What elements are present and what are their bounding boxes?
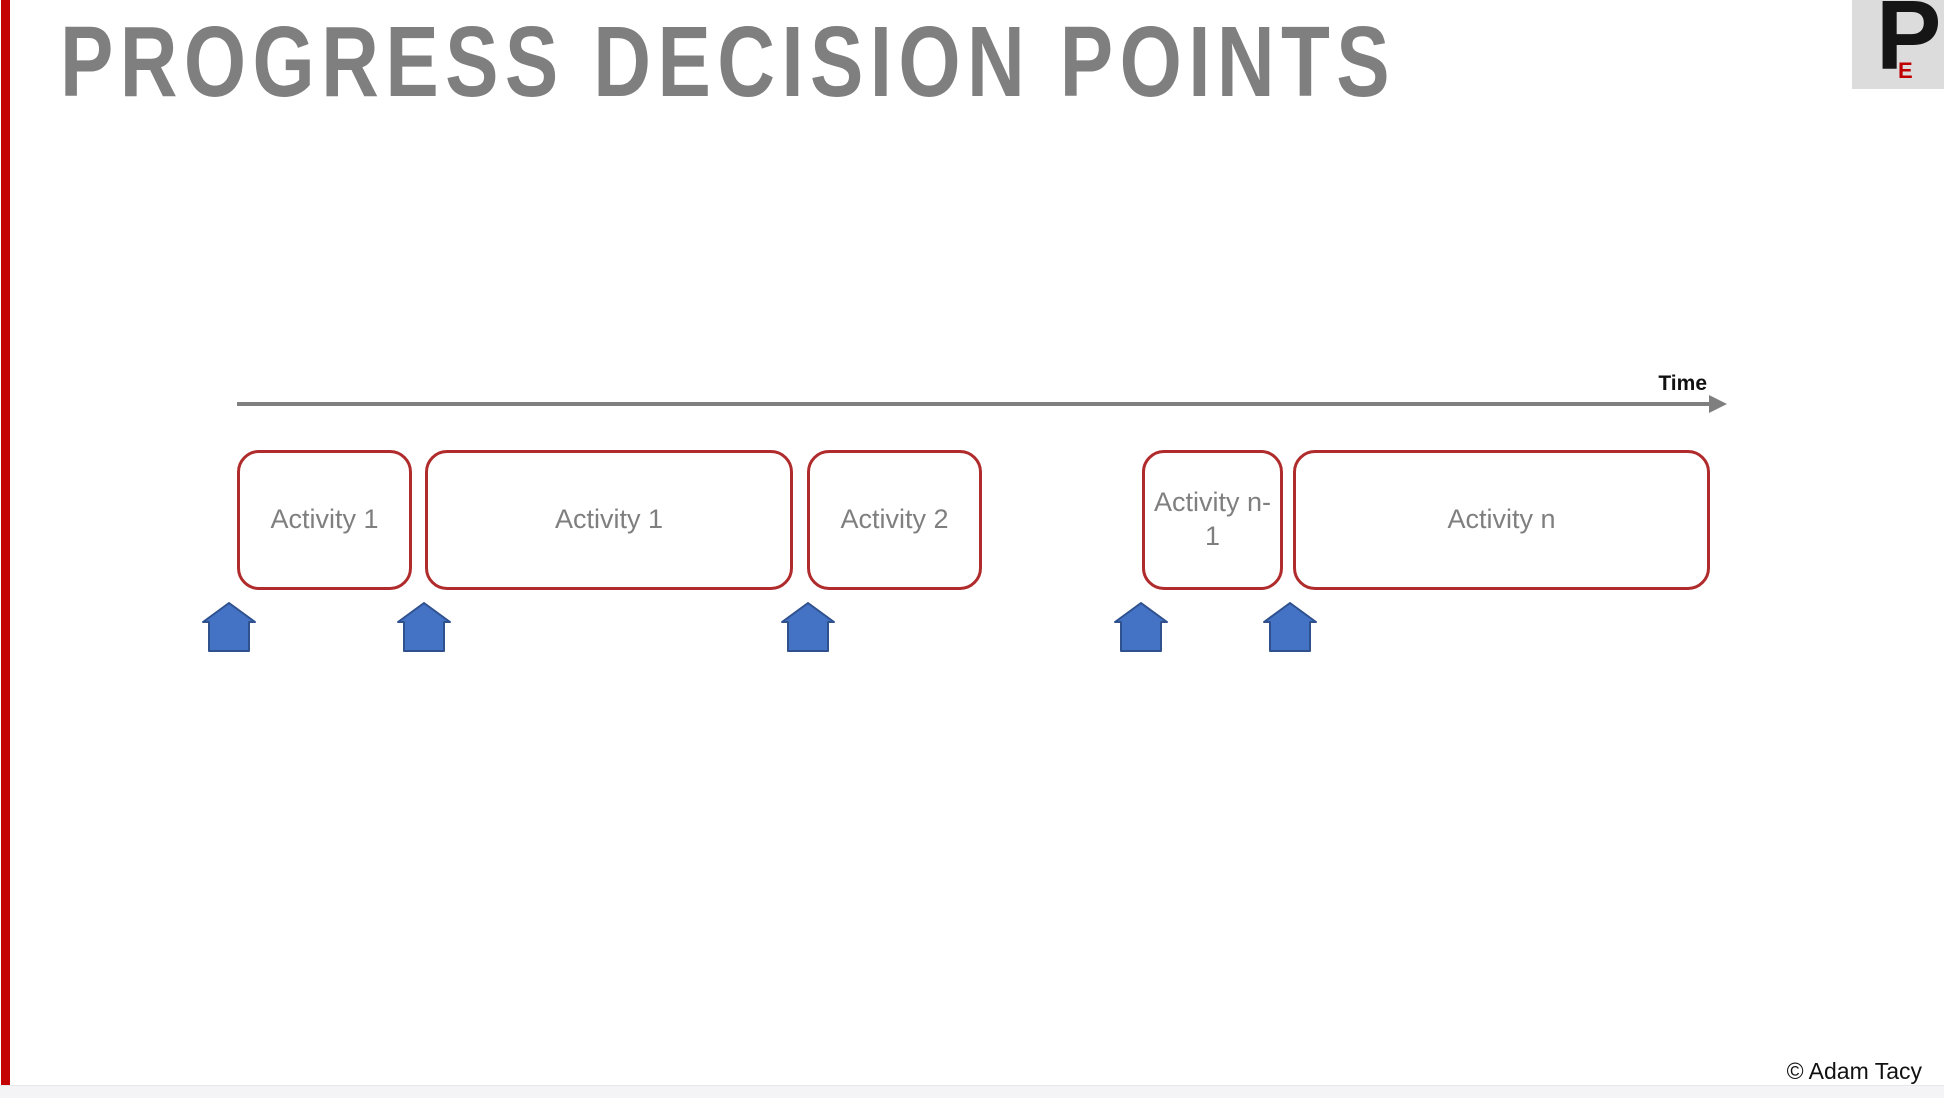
activity-box-label: Activity 1: [554, 504, 664, 535]
logo-letter-p: P: [1876, 0, 1942, 90]
house-shape: [1114, 602, 1168, 652]
page-title: PROGRESS DECISION POINTS: [60, 6, 1397, 118]
activity-box-label: Activity 1: [270, 504, 379, 535]
house-icon: [1263, 602, 1317, 652]
activity-box-label: Activity 2: [840, 504, 949, 535]
house-icon: [202, 602, 256, 652]
house-icon: [1114, 602, 1168, 652]
house-shape: [202, 602, 256, 652]
left-accent-bar: [1, 0, 10, 1085]
logo-letter-e: E: [1898, 58, 1913, 83]
activity-box-label: Activity n-1: [1153, 487, 1272, 551]
activity-box-label: Activity n: [1447, 504, 1556, 535]
activity-box-3: Activity 2: [807, 450, 982, 590]
activity-box-5: Activity n: [1293, 450, 1710, 590]
time-axis-arrowhead-icon: [1709, 395, 1727, 413]
activity-box-2: Activity 1: [425, 450, 793, 590]
bottom-edge-strip: [0, 1085, 1944, 1098]
activity-box-4: Activity n-1: [1142, 450, 1283, 590]
copyright-text: © Adam Tacy: [1786, 1058, 1922, 1084]
activity-box-1: Activity 1: [237, 450, 412, 590]
time-axis-label: Time: [1658, 372, 1707, 395]
house-icon: [397, 602, 451, 652]
house-shape: [397, 602, 451, 652]
house-shape: [1263, 602, 1317, 652]
time-axis-line: [237, 402, 1711, 406]
house-icon: [781, 602, 835, 652]
house-shape: [781, 602, 835, 652]
presenter-logo: P E: [1852, 0, 1944, 89]
